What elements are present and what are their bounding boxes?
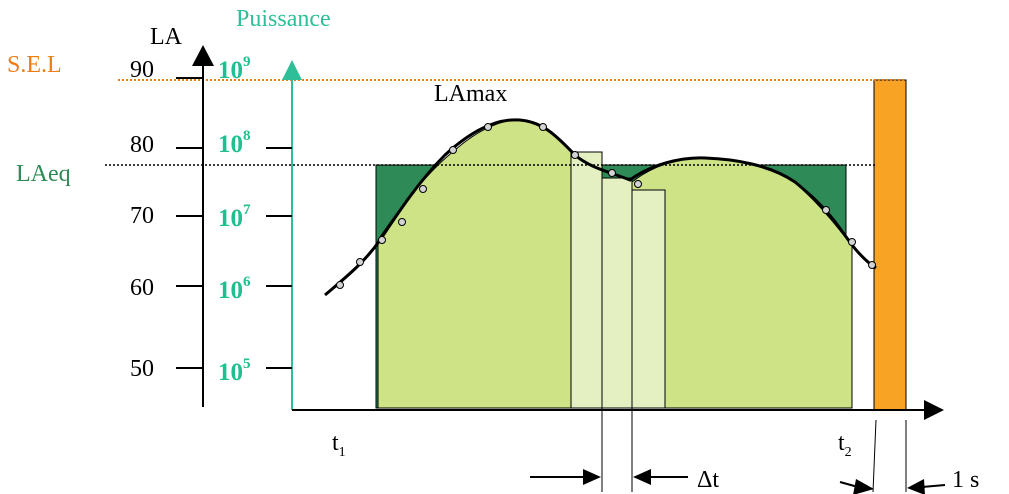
la-tick-label: 60	[130, 275, 154, 301]
la-tick-label: 80	[130, 132, 154, 158]
la-axis-label: LA	[150, 24, 183, 50]
power-tick-label: 108	[218, 128, 251, 158]
la-tick-label: 90	[130, 57, 154, 83]
one-second-label: 1 s	[952, 467, 979, 493]
la-tick-label: 70	[130, 203, 154, 229]
power-tick-label: 107	[218, 202, 251, 232]
t1-label: t1	[332, 430, 346, 460]
puissance-label: Puissance	[236, 6, 331, 32]
delta-bar-1	[570, 151, 603, 409]
time-axis-arrow-icon	[924, 400, 944, 420]
power-tick-label: 109	[218, 54, 251, 84]
power-axis-arrow-icon	[282, 60, 302, 80]
sel-label: S.E.L	[7, 52, 62, 78]
guide-lines	[601, 405, 907, 493]
la-tick-label: 50	[130, 356, 154, 382]
power-axis	[266, 80, 293, 410]
sample-points	[336, 123, 876, 289]
la-axis-arrow-icon	[192, 45, 214, 66]
power-tick-label: 105	[218, 356, 251, 386]
delta-t-label: Δt	[697, 467, 719, 493]
delta-bar-2	[601, 177, 633, 409]
delta-bar-3	[631, 189, 666, 409]
dimension-arrows	[530, 469, 946, 494]
t2-label: t2	[838, 430, 852, 460]
laeq-label: LAeq	[16, 161, 71, 187]
sel-bar	[873, 79, 907, 411]
level-curve	[324, 118, 877, 297]
lamax-label: LAmax	[434, 81, 507, 107]
power-tick-label: 106	[218, 274, 251, 304]
la-axis	[176, 56, 204, 407]
